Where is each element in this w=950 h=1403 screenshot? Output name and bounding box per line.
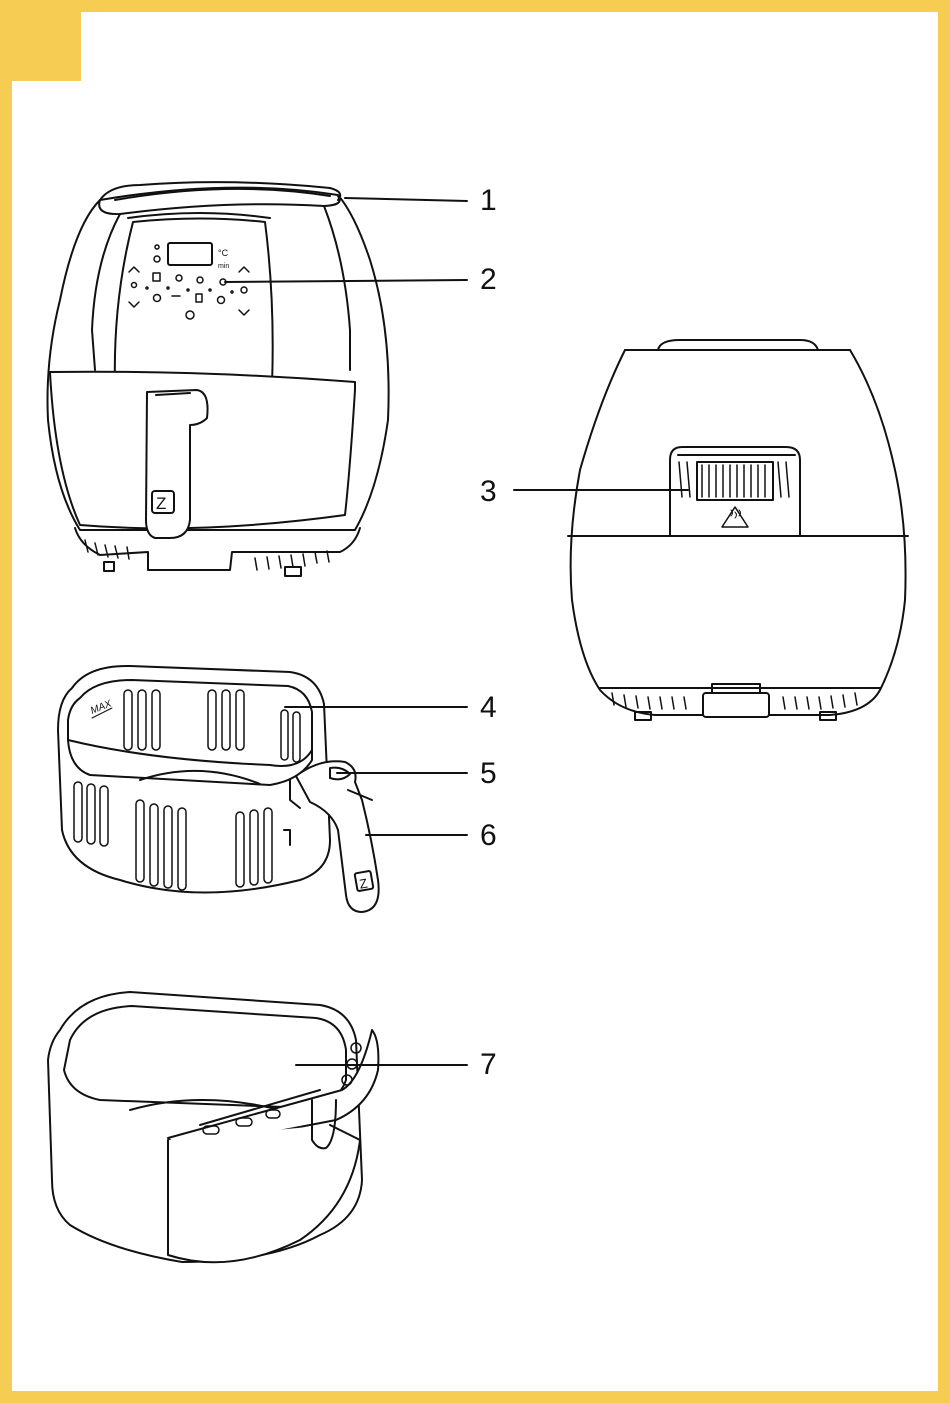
callout-2: 2	[480, 265, 497, 295]
cooking-pan	[48, 992, 378, 1262]
time-unit-label: min	[218, 263, 229, 270]
basket-with-handle: MAX Z	[58, 666, 379, 912]
temp-unit-label: °C	[218, 248, 229, 258]
air-fryer-front-view: °C min Z	[48, 182, 389, 576]
handle-logo: Z	[156, 494, 166, 513]
callout-4: 4	[480, 693, 497, 723]
callout-7: 7	[480, 1050, 497, 1080]
callout-3: 3	[480, 477, 497, 507]
callout-leader-1	[345, 198, 467, 201]
air-fryer-rear-view	[568, 340, 908, 720]
callout-5: 5	[480, 759, 497, 789]
callout-6: 6	[480, 821, 497, 851]
callout-1: 1	[480, 186, 497, 216]
